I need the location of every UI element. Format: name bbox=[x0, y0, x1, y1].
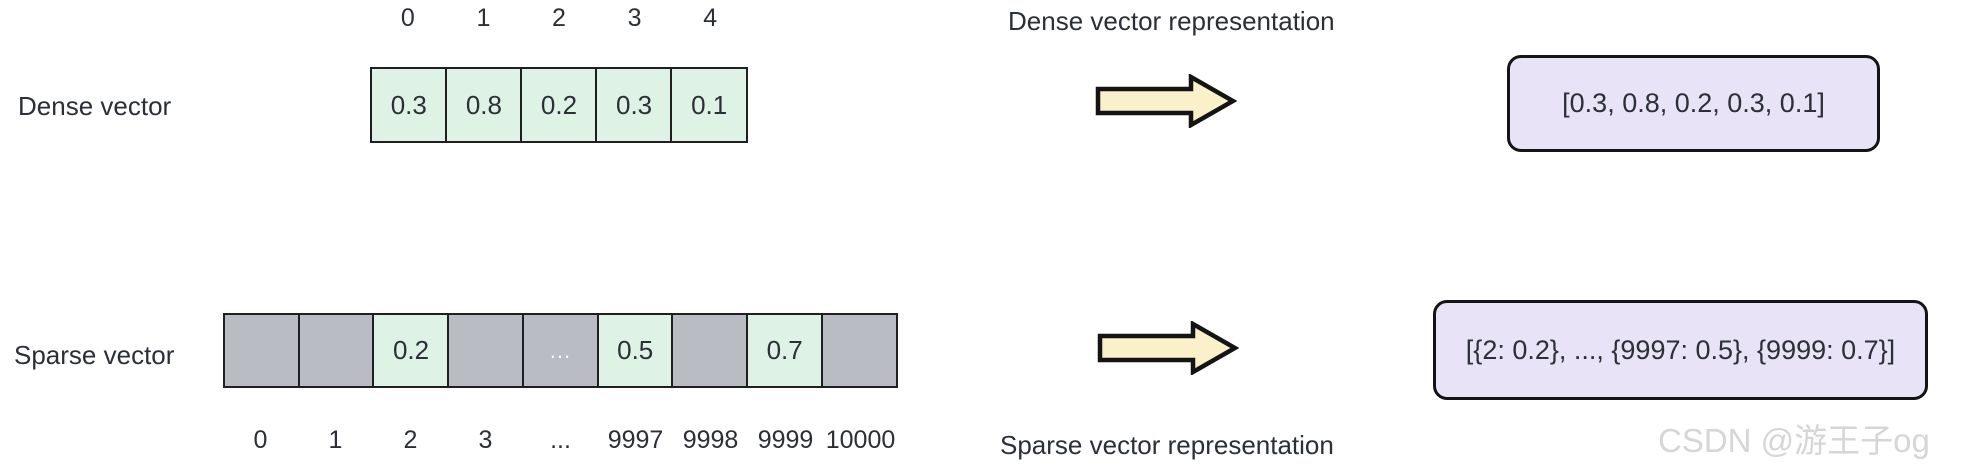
sparse-cell bbox=[223, 313, 301, 388]
dense-cell: 0.3 bbox=[370, 67, 448, 143]
dense-index-label: 3 bbox=[627, 4, 642, 32]
dense-cell: 0.1 bbox=[670, 67, 748, 143]
dense-cell: 0.2 bbox=[520, 67, 598, 143]
watermark: CSDN @游王子og bbox=[1658, 422, 1930, 459]
dense-index-label: 2 bbox=[552, 4, 566, 32]
sparse-vector-row: 0.2...0.5 0.7 bbox=[223, 313, 898, 388]
right-arrow-icon bbox=[1095, 74, 1237, 128]
dense-index-label: 4 bbox=[703, 4, 718, 32]
right-arrow-icon bbox=[1097, 321, 1239, 375]
sparse-index-label: 3 bbox=[478, 426, 493, 454]
sparse-index-label: 2 bbox=[403, 426, 418, 454]
dense-representation-box: [0.3, 0.8, 0.2, 0.3, 0.1] bbox=[1507, 55, 1880, 152]
sparse-index-label: 9997 bbox=[607, 426, 664, 454]
dense-vector-label: Dense vector bbox=[18, 91, 172, 121]
dense-index-row: 0 1 2 3 4 bbox=[370, 4, 748, 33]
sparse-index-label: ... bbox=[550, 426, 571, 454]
dense-cell: 0.3 bbox=[595, 67, 673, 143]
dense-representation-title: Dense vector representation bbox=[1008, 6, 1335, 36]
sparse-cell bbox=[820, 313, 898, 388]
sparse-cell bbox=[297, 313, 375, 388]
dense-index-label: 0 bbox=[400, 4, 415, 32]
dense-index-label: 1 bbox=[476, 4, 491, 32]
sparse-representation-box: [{2: 0.2}, ..., {9997: 0.5}, {9999: 0.7}… bbox=[1433, 300, 1928, 400]
sparse-index-row: 0 1 2 3... 9997 9998 9999 10000 bbox=[223, 426, 898, 455]
sparse-cell: 0.2 bbox=[372, 313, 450, 388]
sparse-cell: 0.5 bbox=[596, 313, 674, 388]
sparse-representation-title: Sparse vector representation bbox=[1000, 430, 1334, 460]
sparse-index-label: 10000 bbox=[825, 426, 896, 454]
sparse-vector-label: Sparse vector bbox=[14, 340, 175, 370]
sparse-cell: ... bbox=[521, 313, 600, 388]
sparse-index-label: 1 bbox=[328, 426, 343, 454]
sparse-cell bbox=[671, 313, 749, 388]
sparse-cell bbox=[447, 313, 525, 388]
sparse-cell: 0.7 bbox=[746, 313, 824, 388]
sparse-index-label: 9999 bbox=[757, 426, 814, 454]
sparse-index-label: 9998 bbox=[682, 426, 739, 454]
dense-cell: 0.8 bbox=[445, 67, 523, 143]
dense-representation-value: [0.3, 0.8, 0.2, 0.3, 0.1] bbox=[1562, 88, 1825, 118]
sparse-representation-value: [{2: 0.2}, ..., {9997: 0.5}, {9999: 0.7}… bbox=[1465, 334, 1896, 365]
sparse-index-label: 0 bbox=[253, 426, 268, 454]
